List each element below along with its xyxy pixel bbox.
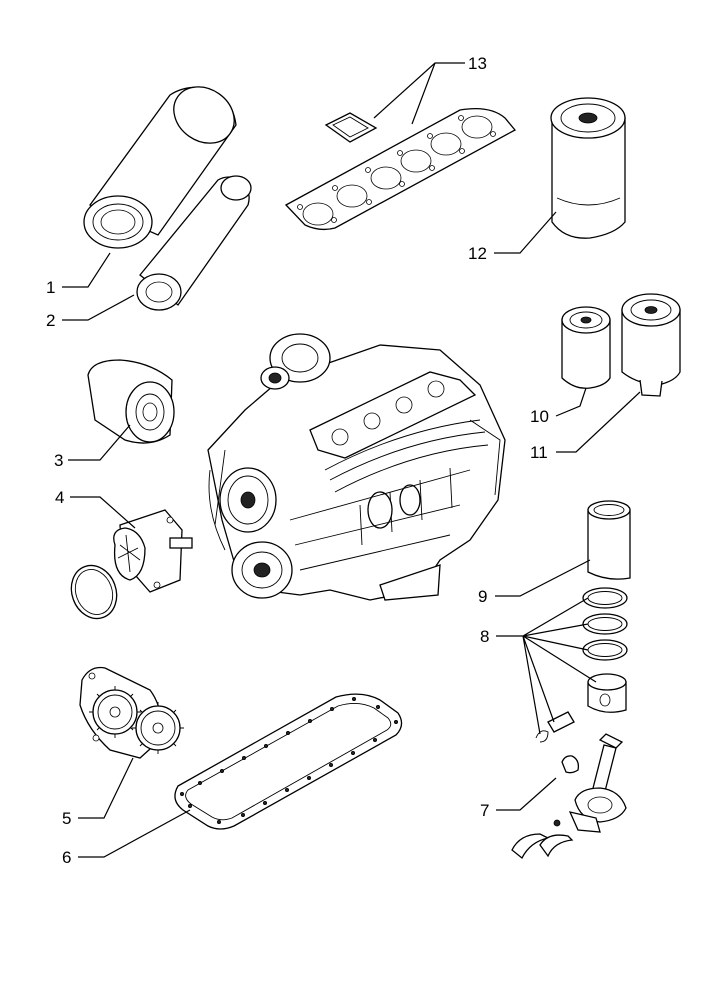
head-gasket-icon — [284, 107, 517, 231]
cylinder-liner-icon — [587, 500, 631, 580]
filter-cartridge-icon — [87, 359, 175, 444]
connecting-rod-icon — [511, 733, 627, 860]
inner-air-filter-icon — [136, 175, 252, 311]
outer-air-filter-icon — [83, 86, 237, 249]
engine-assembly-icon — [207, 333, 506, 601]
callout-13: 13 — [468, 54, 487, 73]
water-pump-icon — [70, 509, 193, 620]
callout-5: 5 — [62, 809, 71, 828]
callout-6: 6 — [62, 848, 71, 867]
fuel-water-separator-icon — [621, 293, 681, 397]
callout-11: 11 — [530, 443, 548, 462]
callout-9: 9 — [478, 587, 487, 606]
callout-leaders — [62, 62, 641, 858]
fuel-filter-icon — [561, 306, 611, 389]
callout-4: 4 — [55, 488, 64, 507]
callout-8: 8 — [480, 627, 489, 646]
oil-filter-icon — [550, 97, 626, 239]
callout-3: 3 — [54, 451, 63, 470]
callout-labels: 1 2 3 4 5 6 7 8 9 10 11 12 13 — [46, 54, 549, 867]
callout-10: 10 — [530, 407, 549, 426]
callout-12: 12 — [468, 244, 487, 263]
callout-2: 2 — [46, 311, 55, 330]
callout-7: 7 — [480, 801, 489, 820]
oil-pump-icon — [79, 666, 184, 759]
piston-rings-icon — [535, 587, 628, 743]
callout-1: 1 — [46, 278, 55, 297]
oil-pan-gasket-icon — [174, 693, 403, 830]
